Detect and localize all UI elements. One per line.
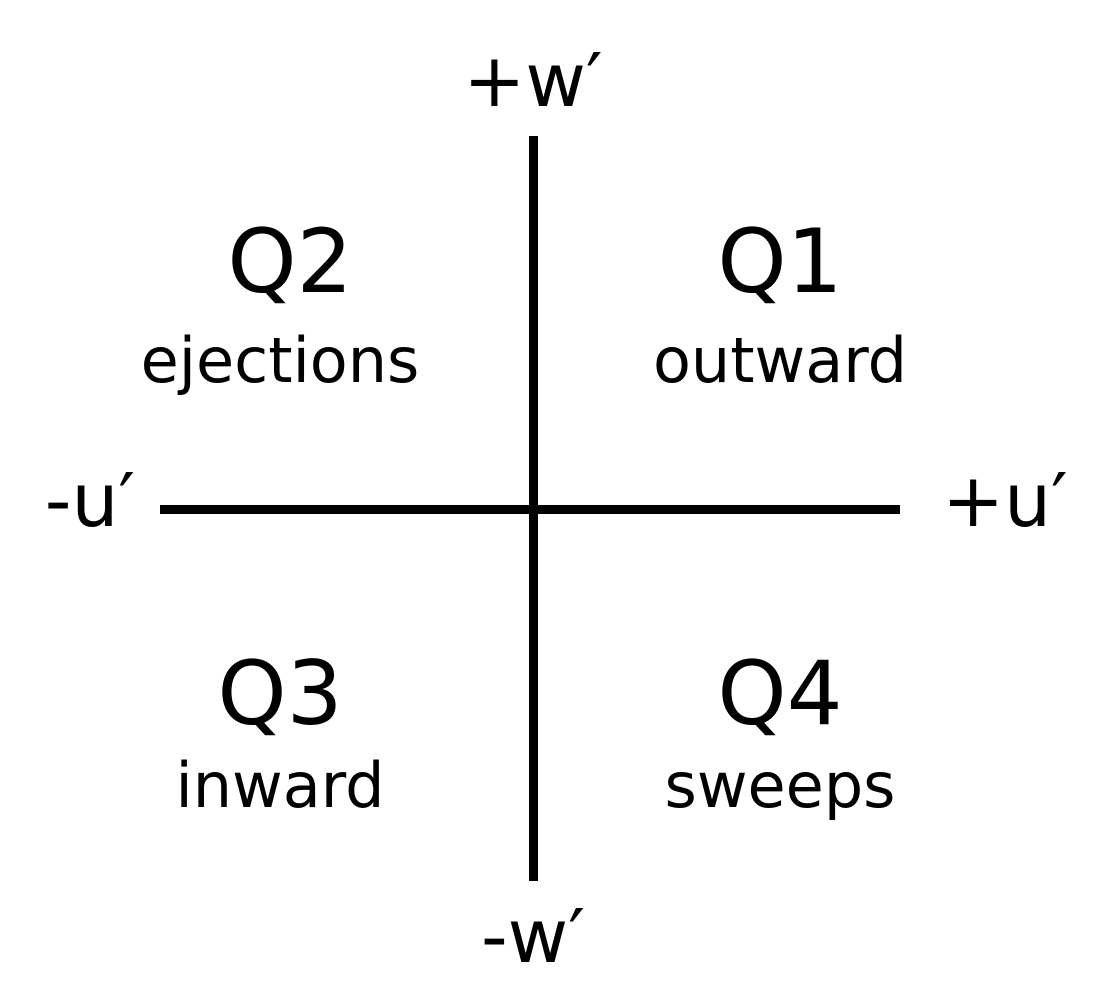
axis-label-negative-w: -w′ xyxy=(480,894,586,980)
quadrant-2-name: ejections xyxy=(140,324,420,397)
axis-label-positive-u: +u′ xyxy=(942,458,1068,544)
quadrant-2-id: Q2 xyxy=(227,210,353,313)
quadrant-4-name: sweeps xyxy=(664,749,896,822)
quadrant-1-name: outward xyxy=(653,324,907,397)
quadrant-1-id: Q1 xyxy=(717,210,843,313)
quadrant-3-name: inward xyxy=(175,749,385,822)
vertical-axis xyxy=(529,136,538,881)
quadrant-3-id: Q3 xyxy=(217,642,343,745)
axis-label-negative-u: -u′ xyxy=(44,458,136,544)
axis-label-positive-w: +w′ xyxy=(463,38,603,124)
quadrant-4-id: Q4 xyxy=(717,642,843,745)
